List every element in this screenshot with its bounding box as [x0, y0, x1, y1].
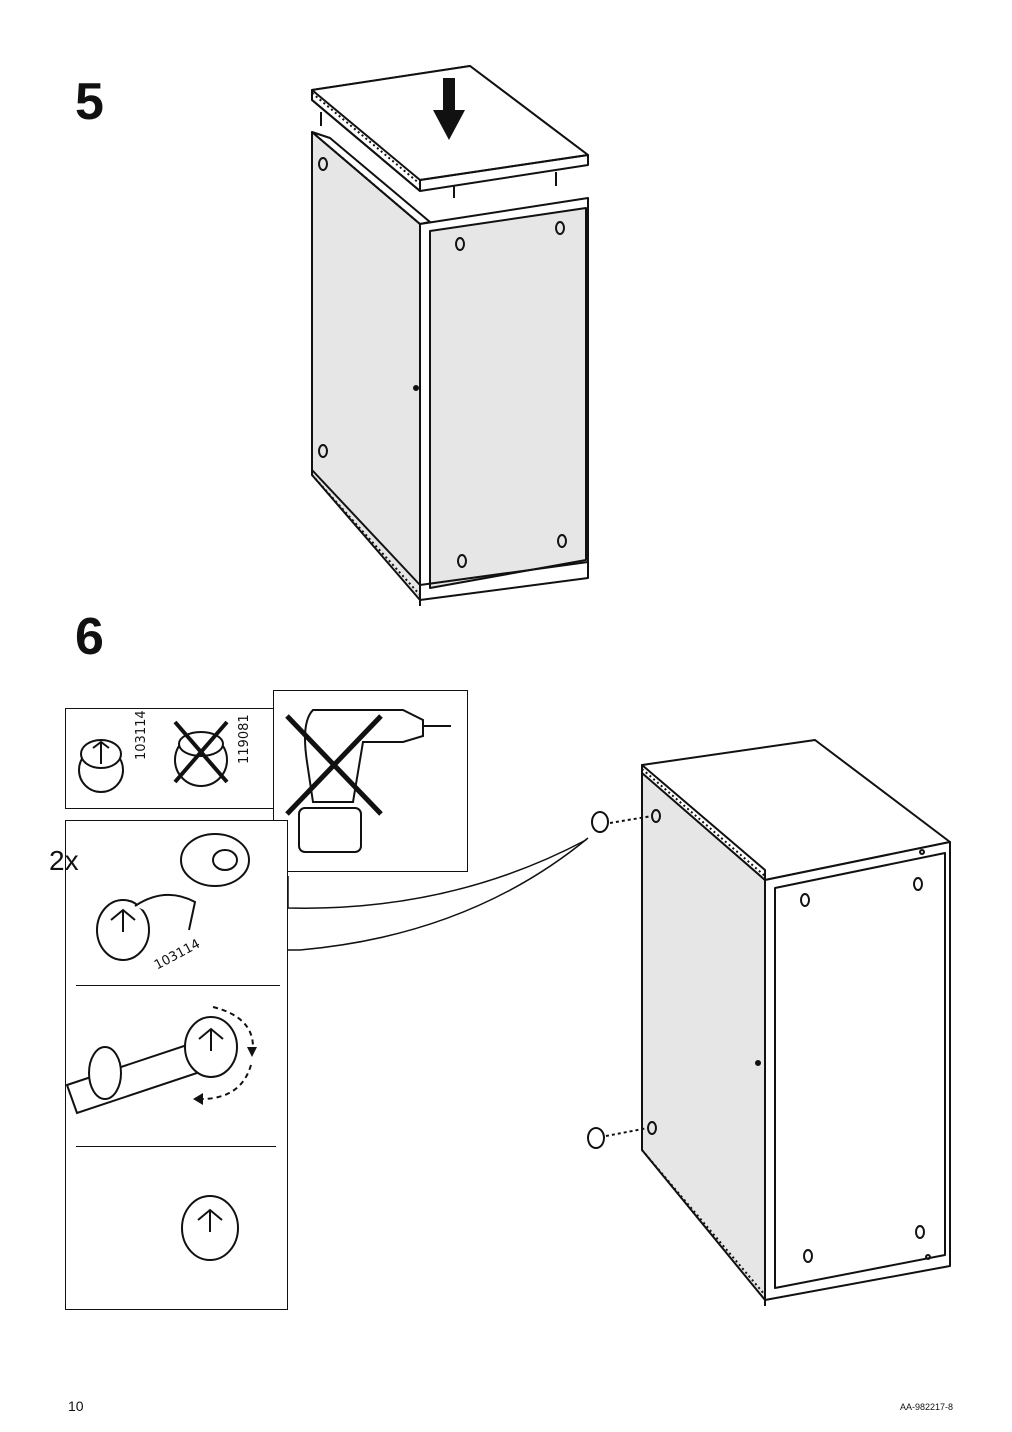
divider-2: [76, 1146, 276, 1147]
cam-lock-comparison-illustration: [78, 720, 229, 793]
screwdriver-turn-illustration: [65, 1006, 257, 1115]
step5-illustration: [311, 65, 589, 606]
step-number-5: 5: [75, 73, 104, 131]
divider-1: [76, 985, 280, 986]
no-power-drill-icon: [285, 709, 451, 853]
cam-lock-insert-illustration: [96, 833, 250, 961]
page-number: 10: [68, 1398, 84, 1414]
step-number-6: 6: [75, 608, 104, 666]
document-code: AA-982217-8: [900, 1402, 954, 1412]
cam-lock-final-position-illustration: [181, 1195, 239, 1261]
quantity-label: 2x: [49, 845, 79, 876]
